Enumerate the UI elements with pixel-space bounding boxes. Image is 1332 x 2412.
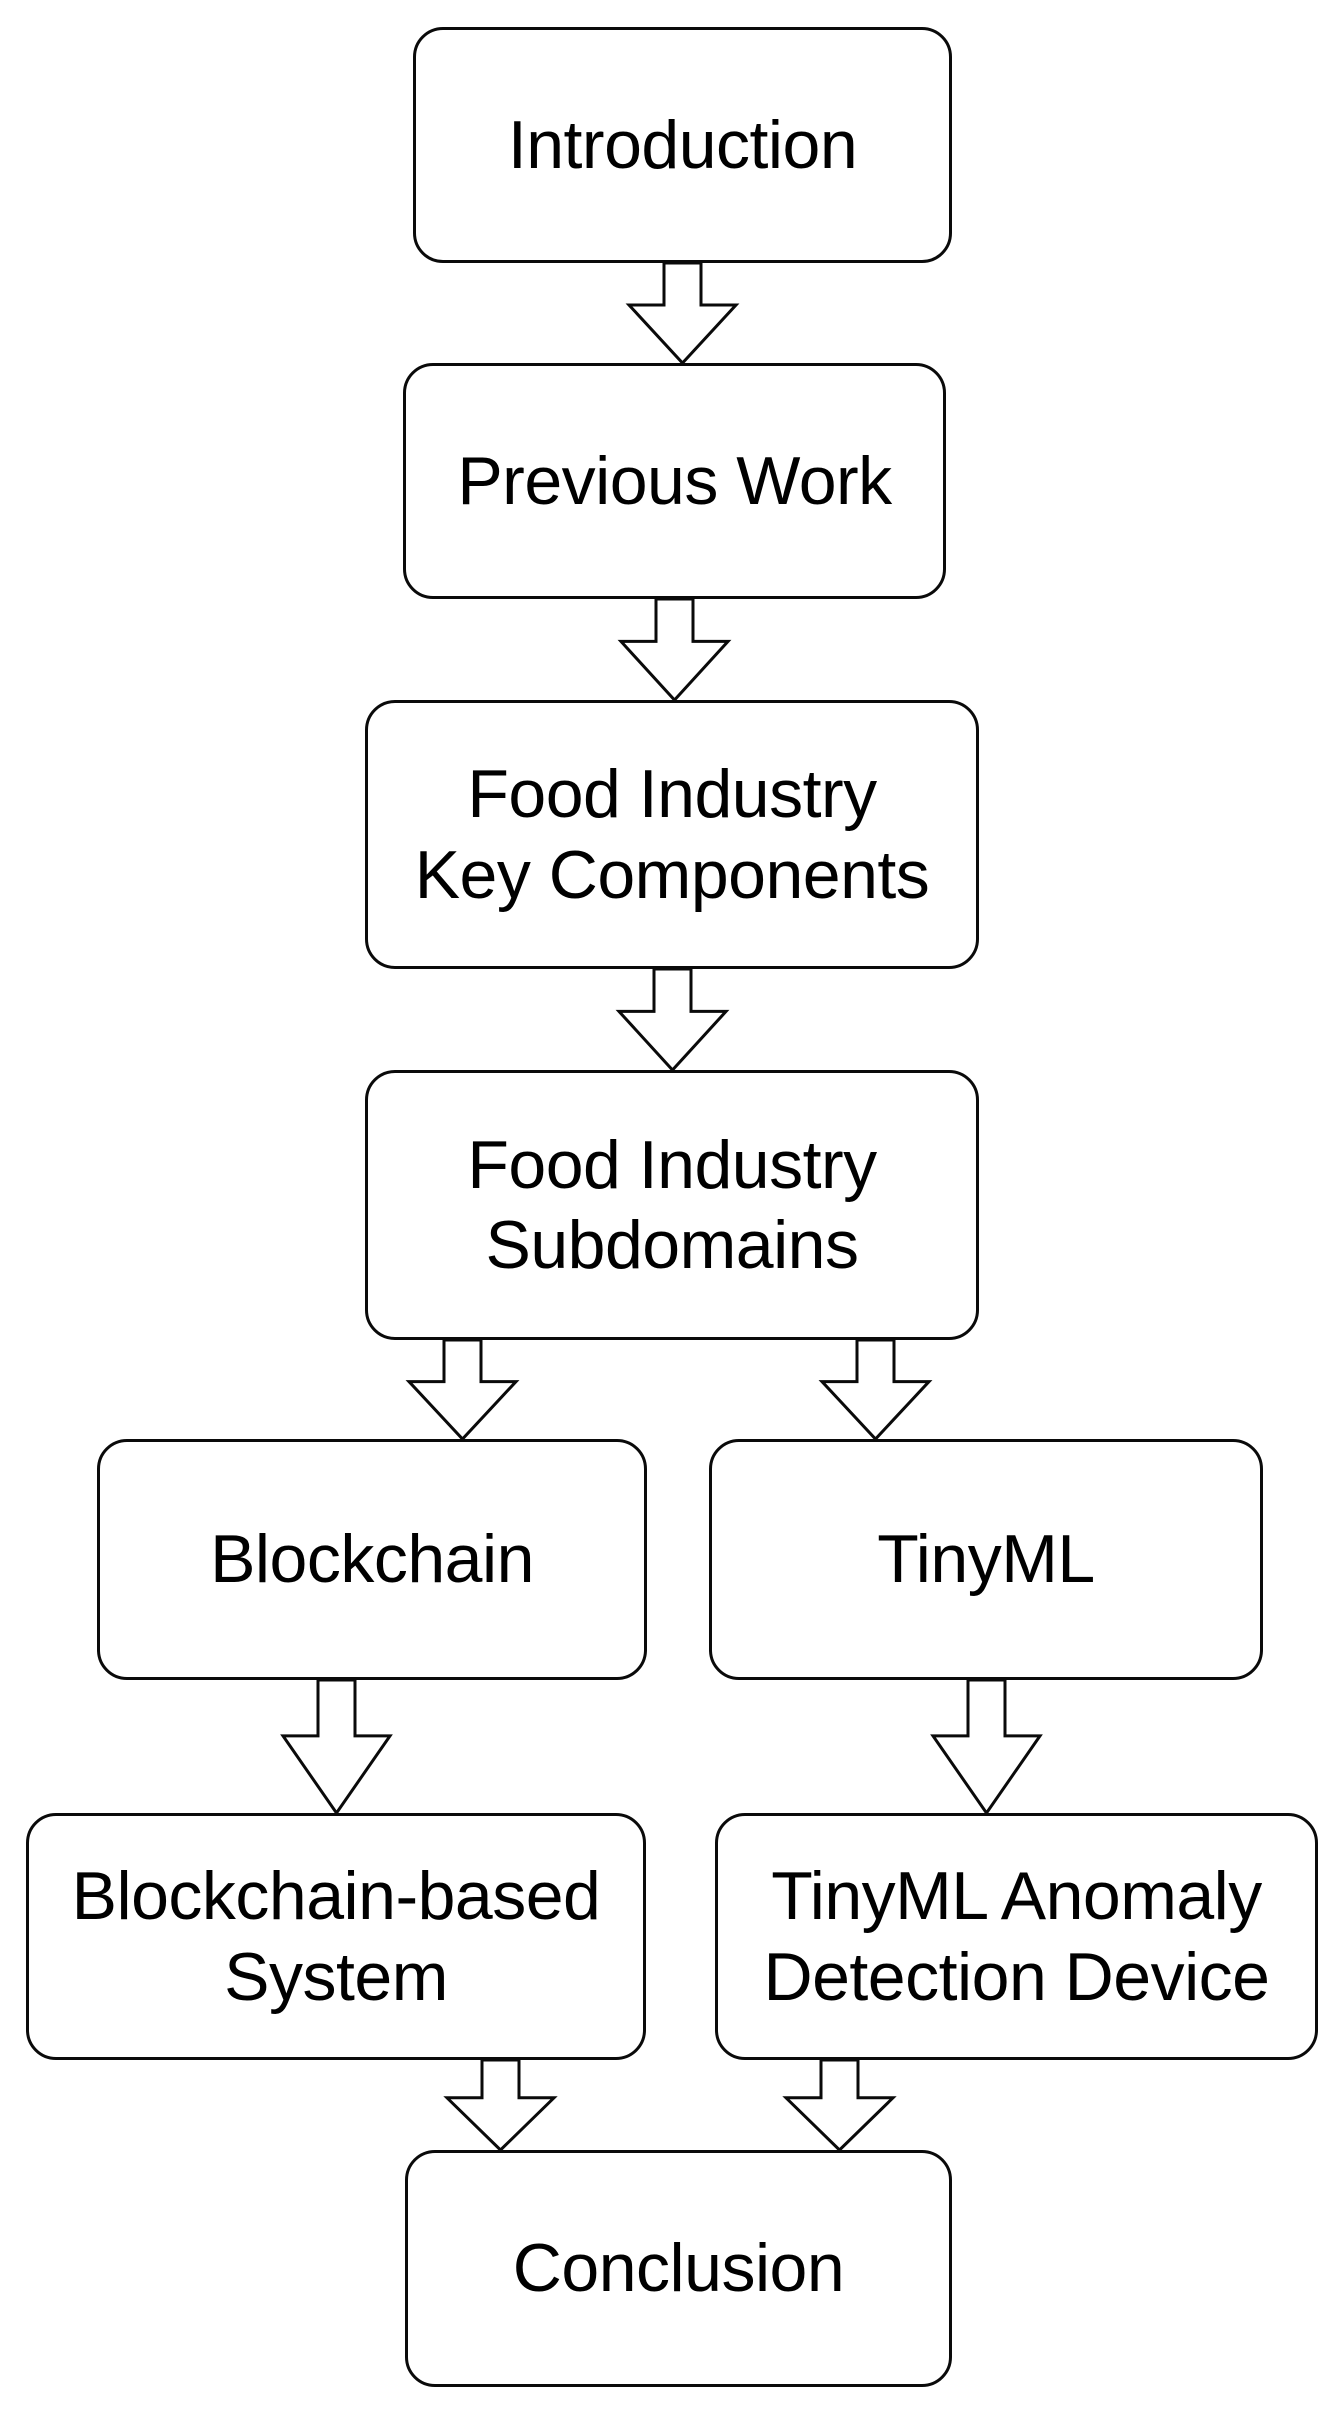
- arrow-food-industry-subdomains-to-tinyml: [818, 1338, 932, 1442]
- node-introduction[interactable]: Introduction: [413, 27, 952, 263]
- node-previous-work[interactable]: Previous Work: [403, 363, 946, 599]
- arrow-blockchain-to-blockchain-based-system: [279, 1678, 393, 1816]
- node-label-food-industry-key-components: Food Industry Key Components: [414, 756, 930, 913]
- node-label-conclusion: Conclusion: [512, 2230, 845, 2307]
- node-label-tinyml: TinyML: [877, 1521, 1095, 1598]
- node-blockchain-based-system[interactable]: Blockchain-based System: [26, 1813, 646, 2060]
- arrow-tinyml-anomaly-detection-device-to-conclusion: [781, 2058, 897, 2153]
- arrow-introduction-to-previous-work: [625, 261, 739, 366]
- node-label-tinyml-anomaly-detection-device: TinyML Anomaly Detection Device: [763, 1858, 1270, 2015]
- node-food-industry-subdomains[interactable]: Food Industry Subdomains: [365, 1070, 979, 1340]
- node-blockchain[interactable]: Blockchain: [97, 1439, 647, 1680]
- arrow-food-industry-subdomains-to-blockchain: [405, 1338, 519, 1442]
- node-conclusion[interactable]: Conclusion: [405, 2150, 952, 2387]
- node-label-blockchain-based-system: Blockchain-based System: [71, 1858, 601, 2015]
- arrow-previous-work-to-food-industry-key-components: [617, 597, 731, 703]
- node-label-introduction: Introduction: [507, 106, 858, 183]
- arrow-tinyml-to-tinyml-anomaly-detection-device: [929, 1678, 1043, 1816]
- node-label-blockchain: Blockchain: [210, 1521, 534, 1598]
- arrow-blockchain-based-system-to-conclusion: [442, 2058, 558, 2153]
- node-label-previous-work: Previous Work: [457, 442, 892, 519]
- node-label-food-industry-subdomains: Food Industry Subdomains: [467, 1126, 877, 1283]
- node-tinyml-anomaly-detection-device[interactable]: TinyML Anomaly Detection Device: [715, 1813, 1318, 2060]
- arrow-food-industry-key-components-to-food-industry-subdomains: [615, 967, 729, 1073]
- node-food-industry-key-components[interactable]: Food Industry Key Components: [365, 700, 979, 969]
- node-tinyml[interactable]: TinyML: [709, 1439, 1263, 1680]
